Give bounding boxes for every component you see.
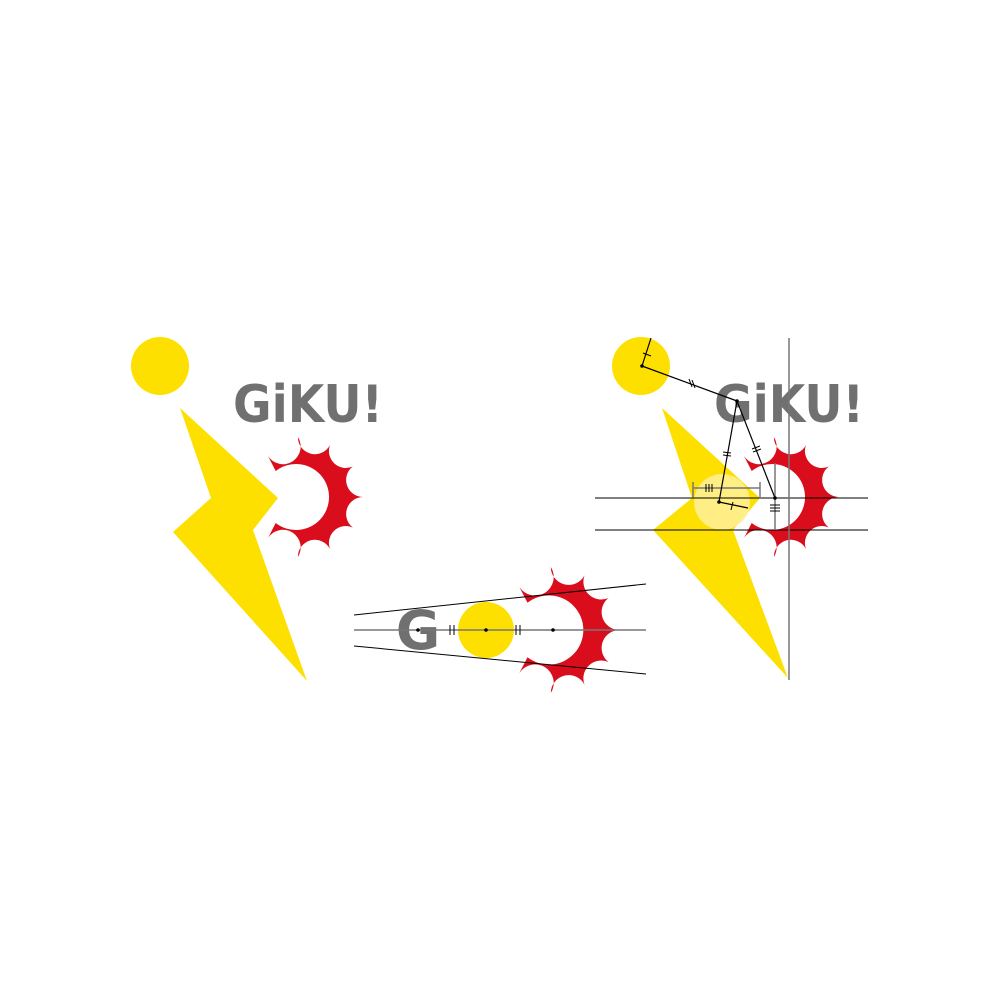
- red-sun-ring: [519, 567, 620, 693]
- center-points: [416, 628, 555, 632]
- red-sun-ring: [744, 437, 839, 557]
- width-bracket: [692, 482, 761, 497]
- equal-distance-ticks: [449, 625, 521, 635]
- yellow-sun-dot: [131, 337, 189, 395]
- alignment-construction: G: [353, 567, 647, 693]
- construction-lines: [641, 337, 776, 509]
- final-logo: GiKU!: [131, 337, 383, 681]
- lower-tangent-line: [353, 645, 647, 675]
- vertex-points: [640, 364, 777, 504]
- lightning-bolt: [173, 408, 307, 681]
- red-sun-ring: [268, 437, 363, 557]
- equal-distance-ticks: [642, 352, 780, 512]
- wordmark: GiKU!: [233, 375, 383, 435]
- geometry-construction: GiKU!: [595, 337, 868, 680]
- lightning-bolt: [653, 408, 788, 678]
- upper-tangent-line: [353, 583, 647, 616]
